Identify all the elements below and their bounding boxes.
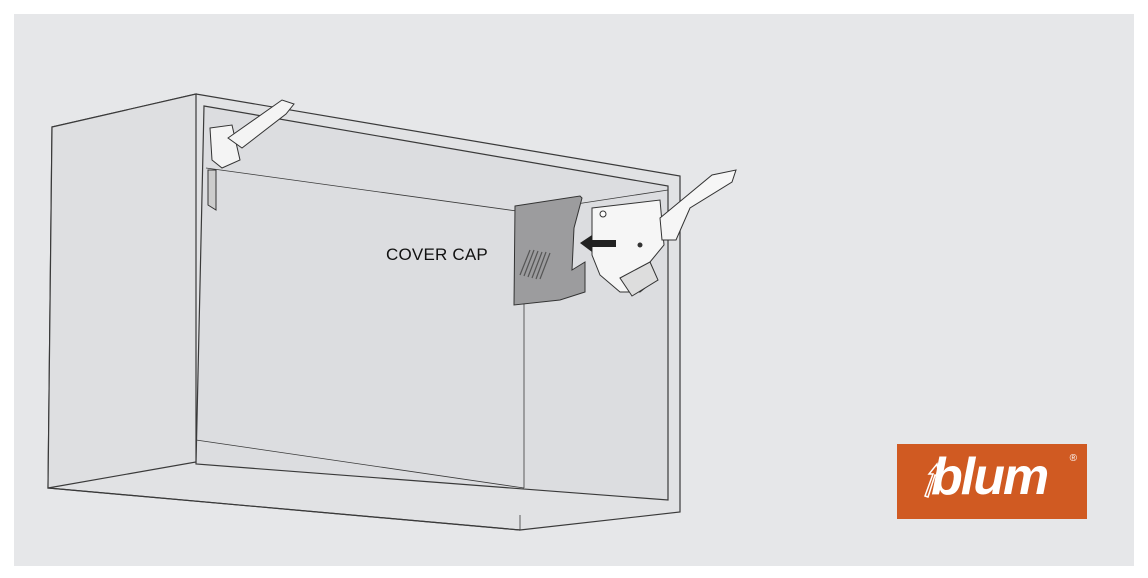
cover-cap-label: COVER CAP [386,245,488,264]
logo-wordmark: blum [931,448,1049,506]
left-lift-mechanism [207,99,295,211]
right-lift-mechanism [591,169,737,297]
cabinet-left-side [47,93,197,489]
back-bottom-line [195,439,525,489]
floor-front-edge [47,487,521,531]
blum-logo: blum ® [897,444,1087,519]
registered-mark: ® [1069,453,1077,464]
insert-arrow-icon [580,235,616,252]
blum-arrow-icon [924,462,940,498]
cover-cap [513,195,586,306]
